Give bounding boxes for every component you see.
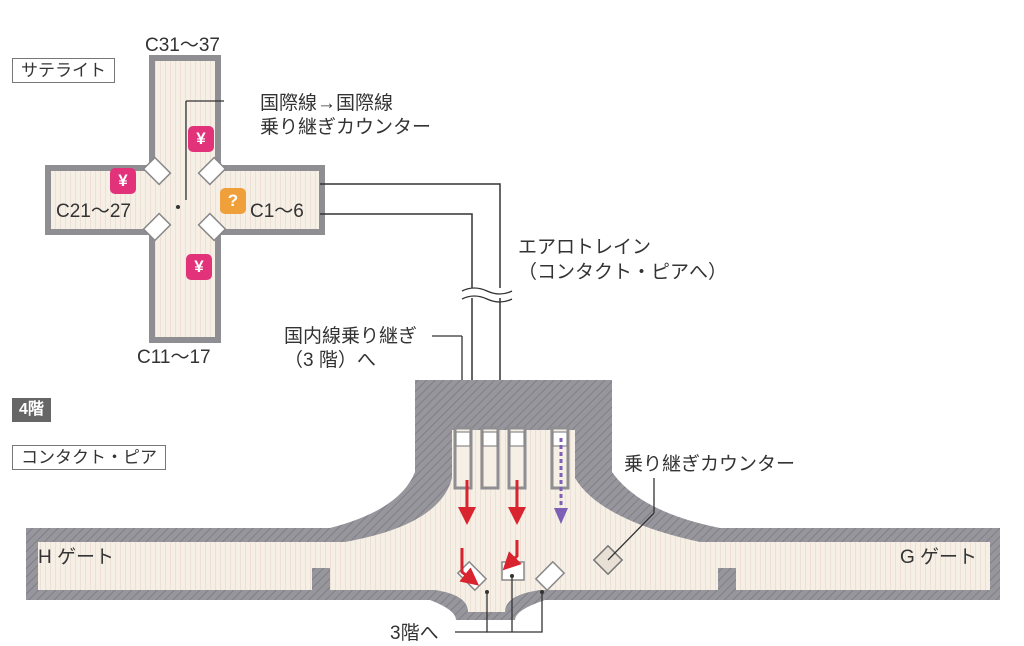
contact-pier-building <box>26 380 1000 620</box>
currency-exchange-icon: ¥ <box>110 168 136 194</box>
satellite-area-label: サテライト <box>12 58 115 83</box>
to-3f-label: 3階へ <box>390 623 439 644</box>
currency-exchange-icon: ¥ <box>188 126 214 152</box>
aerotrain-lines <box>320 183 501 430</box>
to-3f-lines <box>455 576 543 633</box>
satellite-transfer-counter-label: 国際線→国際線 乗り継ぎカウンター <box>260 93 432 138</box>
break-mark <box>461 287 513 303</box>
floor-badge: 4階 <box>12 398 51 422</box>
satellite-cross <box>45 55 325 343</box>
contact-pier-area-label: コンタクト・ピア <box>12 445 166 470</box>
domestic-transfer-label: 国内線乗り継ぎ （3 階）へ <box>284 326 418 371</box>
gate-label-top: C31〜37 <box>145 35 220 56</box>
gate-label-bottom: C11〜17 <box>137 347 211 368</box>
pier-transfer-counter-label: 乗り継ぎカウンター <box>624 454 796 475</box>
aerotrain-route <box>554 438 568 524</box>
gate-label-right: C1〜6 <box>250 201 304 222</box>
gate-label-left: C21〜27 <box>56 201 131 222</box>
h-gate-label: H ゲート <box>38 547 115 568</box>
g-gate-label: G ゲート <box>900 547 978 568</box>
currency-exchange-icon: ¥ <box>186 254 212 280</box>
information-icon: ? <box>220 188 246 214</box>
aerotrain-label: エアロトレイン （コンタクト・ピアへ） <box>518 237 728 283</box>
arrivals-route <box>458 480 526 586</box>
